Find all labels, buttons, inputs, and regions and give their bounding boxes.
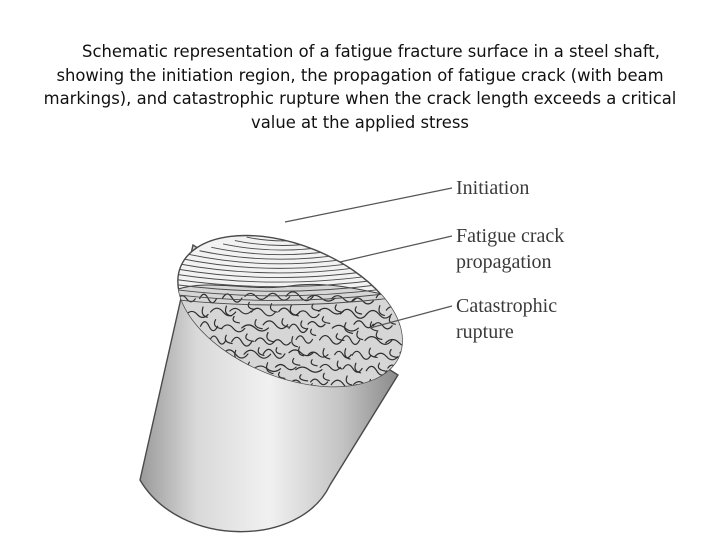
rupture-texture-mark [272, 339, 292, 355]
rupture-texture-mark [288, 323, 309, 348]
rupture-texture-mark [229, 307, 252, 324]
figure-caption: Schematic representation of a fatigue fr… [30, 40, 690, 134]
rupture-texture-mark [374, 352, 399, 372]
rupture-texture-mark [382, 392, 408, 408]
propagation-label-line2: propagation [456, 251, 552, 273]
rupture-texture-mark [241, 324, 270, 342]
caption-line: showing the initiation region, the propa… [56, 65, 664, 85]
rupture-texture-mark [353, 320, 374, 341]
rupture-texture-mark [210, 307, 237, 330]
rupture-texture-mark [199, 293, 218, 318]
rupture-texture-mark [341, 335, 361, 360]
rupture-texture-mark [254, 337, 276, 356]
rupture-texture-mark [407, 336, 425, 362]
propagation-leader-line [339, 235, 453, 263]
rupture-label-line1: Catastrophic [456, 295, 558, 317]
rupture-texture-mark [396, 292, 415, 318]
rupture-texture-mark [408, 390, 425, 416]
rupture-texture-mark [351, 350, 372, 374]
beach-mark-arc [155, 279, 425, 306]
rupture-texture-mark [394, 376, 417, 402]
propagation-label-line1: Fatigue crack [456, 225, 565, 247]
rupture-texture-mark [317, 307, 345, 324]
rupture-leader-line [369, 305, 453, 329]
fatigue-fracture-diagram [139, 187, 453, 533]
rupture-texture-mark [288, 349, 314, 366]
caption-line: markings), and catastrophic rupture when… [43, 89, 677, 109]
rupture-texture-mark [399, 348, 421, 369]
rupture-texture-mark [364, 336, 393, 359]
rupture-texture-mark [262, 348, 286, 375]
rupture-texture-mark [295, 335, 314, 357]
rupture-texture-mark [297, 310, 320, 330]
rupture-texture-mark [376, 405, 399, 417]
rupture-texture-mark [274, 363, 297, 379]
rupture-texture-mark [250, 307, 277, 330]
caption-line: Schematic representation of a fatigue fr… [82, 42, 660, 61]
rupture-texture-mark [278, 307, 301, 328]
rupture-texture-mark [342, 364, 363, 386]
rupture-texture-mark [319, 363, 341, 382]
initiation-label: Initiation [456, 177, 530, 199]
rupture-texture-mark [340, 308, 368, 334]
caption-line: value at the applied stress [251, 112, 469, 132]
rupture-label-line2: rupture [456, 321, 514, 343]
rupture-texture-mark [262, 320, 289, 343]
rupture-texture-mark [307, 351, 329, 367]
rupture-texture-mark [307, 321, 326, 336]
rupture-texture-mark [319, 334, 343, 360]
rupture-texture-mark [372, 322, 393, 340]
rupture-texture-mark [405, 307, 425, 331]
beach-mark-arc [258, 232, 314, 237]
rupture-texture-mark [334, 350, 352, 370]
rupture-texture-mark [405, 364, 425, 390]
rupture-texture-mark [395, 406, 418, 417]
beach-mark-arc [155, 275, 425, 301]
initiation-leader-line [284, 187, 453, 223]
rupture-texture-mark [399, 321, 419, 337]
rupture-texture-mark [295, 366, 323, 382]
